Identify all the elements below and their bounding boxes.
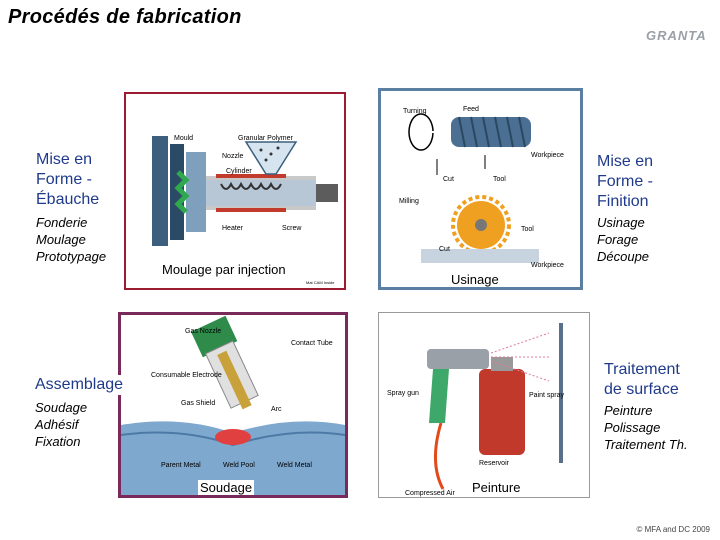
ebauche-items: Fonderie Moulage Prototypage xyxy=(36,214,126,265)
assemblage-item: Soudage xyxy=(35,400,88,415)
surface-item: Peinture xyxy=(604,403,653,418)
label-consumable-electrode: Consumable Electrode xyxy=(151,372,222,379)
label-cut-bottom: Cut xyxy=(439,246,450,253)
surface-items: Peinture Polissage Traitement Th. xyxy=(604,402,716,453)
assemblage-items: Soudage Adhésif Fixation xyxy=(35,399,155,450)
label-weld-metal: Weld Metal xyxy=(277,462,312,469)
label-granular-polymer: Granular Polymer xyxy=(238,135,294,142)
surface-item: Polissage xyxy=(604,420,661,435)
caption-injection: Moulage par injection xyxy=(162,262,286,277)
finition-heading-line: Forme - xyxy=(597,173,653,190)
section-ebauche: Mise en Forme - Ébauche Fonderie Moulage… xyxy=(36,150,126,265)
label-screw: Screw xyxy=(282,225,302,232)
label-paint-spray: Paint spray xyxy=(529,392,565,399)
surface-heading-line: de surface xyxy=(604,381,679,398)
ebauche-item: Fonderie xyxy=(36,215,88,230)
finition-heading-line: Mise en xyxy=(597,153,654,170)
caption-peinture: Peinture xyxy=(470,480,523,495)
label-workpiece-top: Workpiece xyxy=(531,152,564,159)
label-weld-pool: Weld Pool xyxy=(223,462,255,469)
label-gas-nozzle: Gas Nozzle xyxy=(185,328,221,335)
injection-moulding-illustration: Mould Granular Polymer Nozzle Cylinder H… xyxy=(126,94,344,288)
finition-items: Usinage Forage Découpe xyxy=(597,214,697,265)
injection-moulding-panel: Mould Granular Polymer Nozzle Cylinder H… xyxy=(124,92,346,290)
copyright-text: © MFA and DC 2009 xyxy=(636,525,711,534)
finition-heading-line: Finition xyxy=(597,193,649,210)
label-parent-metal: Parent Metal xyxy=(161,462,201,469)
label-nozzle: Nozzle xyxy=(222,153,244,160)
label-mould: Mould xyxy=(174,135,193,142)
machining-illustration: Turning Feed Workpiece Cut Tool Milling … xyxy=(381,91,580,287)
ebauche-heading-line: Ébauche xyxy=(36,191,100,208)
image-credit: Mat CAM Inside xyxy=(306,280,335,285)
welding-illustration: Gas Nozzle Contact Tube Consumable Elect… xyxy=(121,315,345,495)
label-compressed-air: Compressed Air xyxy=(405,490,455,497)
painting-illustration: Spray gun Paint spray Reservoir Compress… xyxy=(379,313,589,497)
ebauche-heading: Mise en Forme - Ébauche xyxy=(36,150,126,210)
label-arc: Arc xyxy=(271,406,282,413)
label-contact-tube: Contact Tube xyxy=(291,340,333,347)
section-finition: Mise en Forme - Finition Usinage Forage … xyxy=(597,152,697,265)
surface-heading-line: Traitement xyxy=(604,361,680,378)
finition-item: Découpe xyxy=(597,249,650,264)
welding-panel: Gas Nozzle Contact Tube Consumable Elect… xyxy=(118,312,348,498)
finition-item: Forage xyxy=(597,232,639,247)
label-spray-gun: Spray gun xyxy=(387,390,419,397)
label-tool-mid: Tool xyxy=(521,226,534,233)
label-gas-shield: Gas Shield xyxy=(181,400,215,407)
finition-item: Usinage xyxy=(597,215,645,230)
assemblage-item: Fixation xyxy=(35,434,81,449)
label-heater: Heater xyxy=(222,225,244,232)
label-cylinder: Cylinder xyxy=(226,168,252,175)
ebauche-item: Prototypage xyxy=(36,249,107,264)
caption-usinage: Usinage xyxy=(449,272,501,287)
surface-heading: Traitement de surface xyxy=(604,360,716,400)
label-reservoir: Reservoir xyxy=(479,460,510,467)
label-milling: Milling xyxy=(399,198,419,205)
finition-heading: Mise en Forme - Finition xyxy=(597,152,697,212)
assemblage-item: Adhésif xyxy=(35,417,79,432)
machining-panel: Turning Feed Workpiece Cut Tool Milling … xyxy=(378,88,583,290)
assemblage-heading: Assemblage xyxy=(35,375,126,395)
section-surface: Traitement de surface Peinture Polissage… xyxy=(604,360,716,453)
page-title: Procédés de fabrication xyxy=(8,6,242,28)
label-tool-top: Tool xyxy=(493,176,506,183)
label-workpiece-bottom: Workpiece xyxy=(531,262,564,269)
label-feed: Feed xyxy=(463,106,479,113)
ebauche-heading-line: Mise en xyxy=(36,151,93,168)
granta-logo: GRANTA xyxy=(646,28,707,43)
section-assemblage: Assemblage Soudage Adhésif Fixation xyxy=(35,375,155,450)
label-turning: Turning xyxy=(403,108,427,115)
ebauche-item: Moulage xyxy=(36,232,86,247)
painting-panel: Spray gun Paint spray Reservoir Compress… xyxy=(378,312,590,498)
label-cut-top: Cut xyxy=(443,176,454,183)
ebauche-heading-line: Forme - xyxy=(36,171,92,188)
surface-item: Traitement Th. xyxy=(604,437,688,452)
caption-soudage: Soudage xyxy=(198,480,255,495)
